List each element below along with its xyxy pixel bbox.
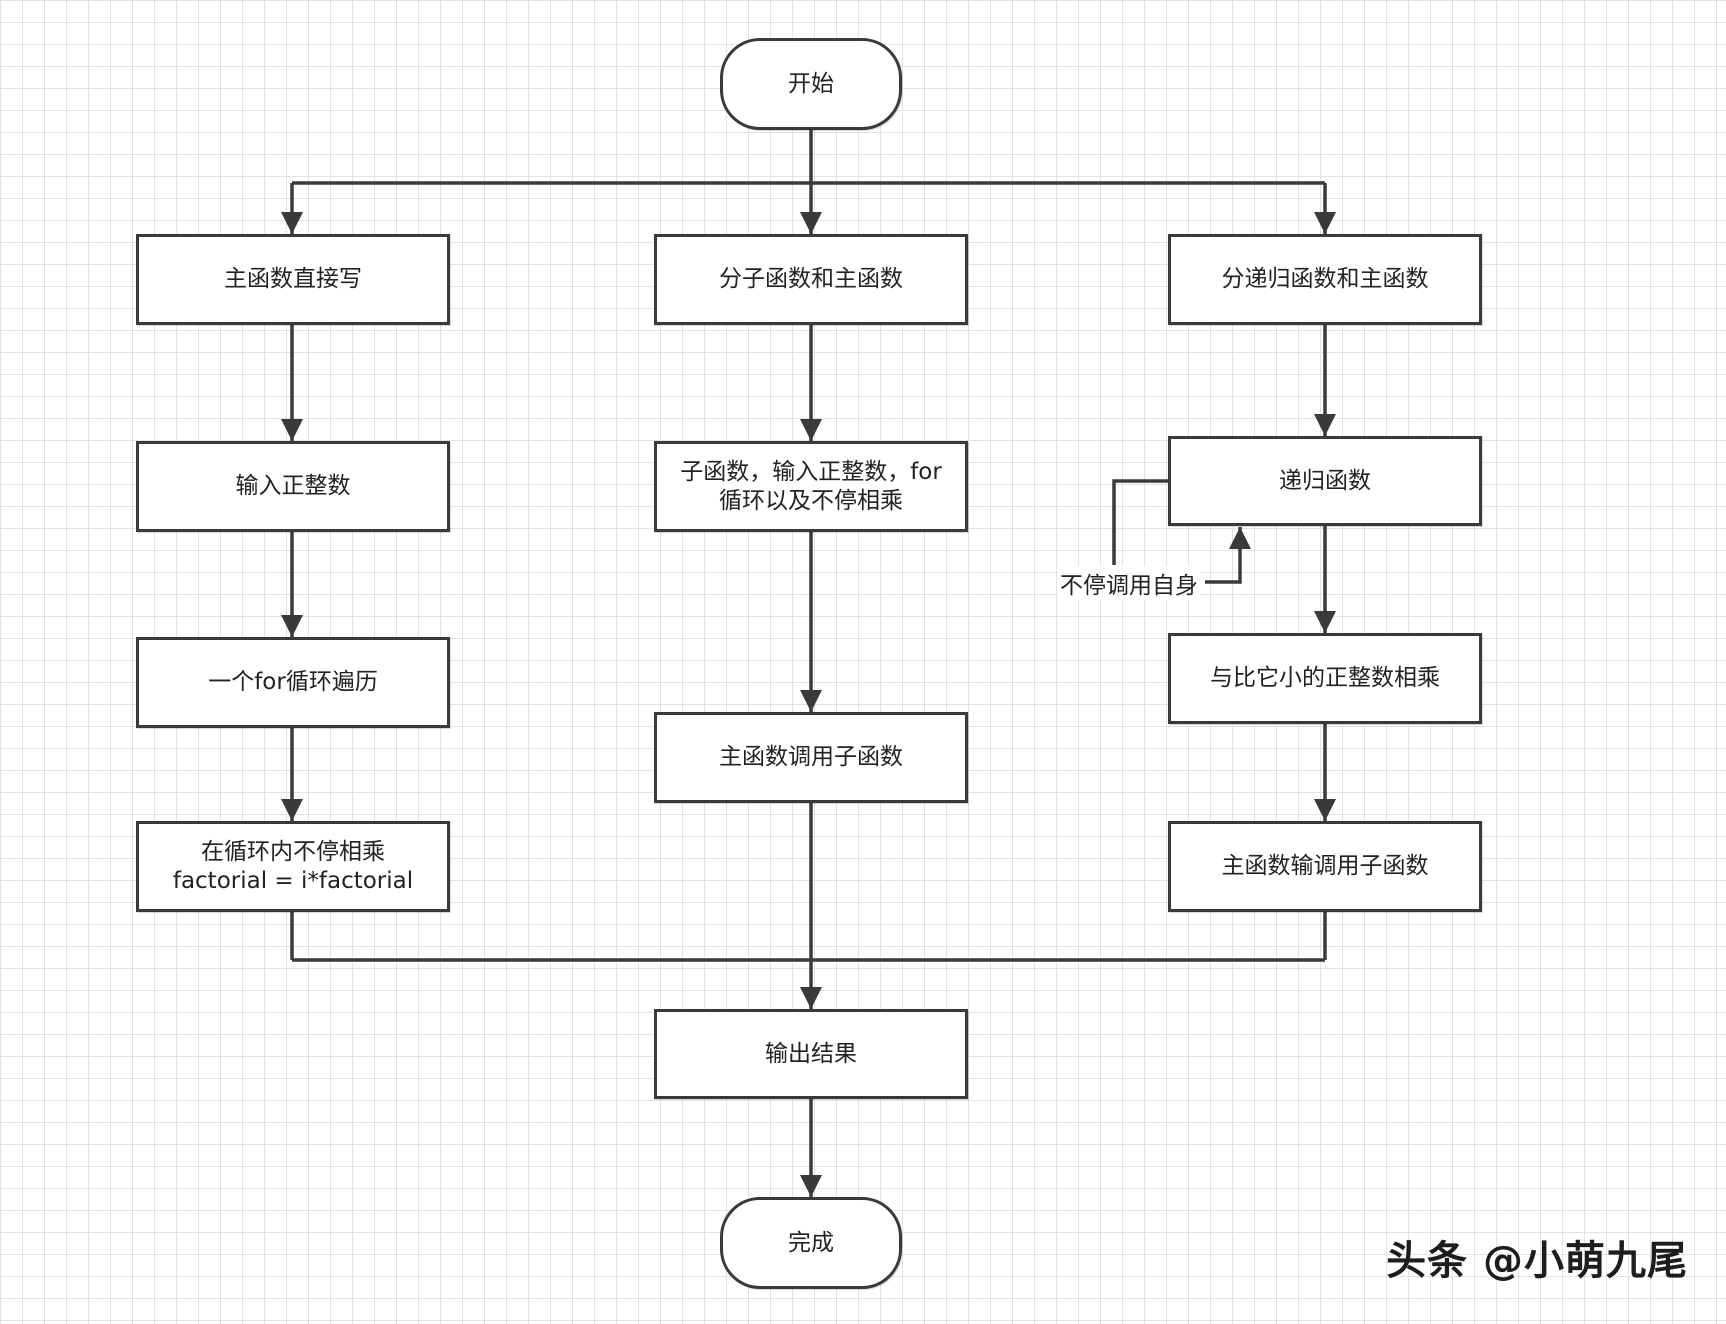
- main-multiply-label-1: 在循环内不停相乘: [201, 838, 385, 865]
- recursive-multiply-label: 与比它小的正整数相乘: [1210, 665, 1440, 692]
- main-for-loop-node: 一个for循环遍历: [136, 637, 450, 728]
- sub-main-node: 分子函数和主函数: [654, 234, 968, 325]
- connector-self-loop: [1112, 479, 1168, 565]
- finish-node: 完成: [720, 1197, 902, 1289]
- main-multiply-node: 在循环内不停相乘 factorial = i*factorial: [136, 821, 450, 912]
- main-direct-node: 主函数直接写: [136, 234, 450, 325]
- sub-call-node: 主函数调用子函数: [654, 712, 968, 803]
- recursive-call-label: 主函数输调用子函数: [1221, 853, 1429, 880]
- sub-function-label-2: 循环以及不停相乘: [719, 487, 903, 514]
- main-for-loop-label: 一个for循环遍历: [208, 669, 378, 696]
- main-input-node: 输入正整数: [136, 441, 450, 532]
- start-node: 开始: [720, 38, 902, 130]
- main-direct-label: 主函数直接写: [224, 266, 362, 293]
- sub-function-label-1: 子函数，输入正整数，for: [680, 458, 942, 485]
- main-multiply-label-2: factorial = i*factorial: [172, 867, 414, 894]
- recursive-multiply-node: 与比它小的正整数相乘: [1168, 633, 1482, 724]
- sub-main-label: 分子函数和主函数: [719, 266, 903, 293]
- output-node: 输出结果: [654, 1009, 968, 1099]
- main-input-label: 输入正整数: [235, 473, 351, 500]
- sub-function-node: 子函数，输入正整数，for 循环以及不停相乘: [654, 441, 968, 532]
- watermark-text: 头条 @小萌九尾: [1386, 1238, 1688, 1284]
- recursive-call-node: 主函数输调用子函数: [1168, 821, 1482, 912]
- recursive-function-node: 递归函数: [1168, 436, 1482, 526]
- arrow-self-loop: [1205, 527, 1251, 584]
- sub-call-label: 主函数调用子函数: [719, 744, 903, 771]
- finish-label: 完成: [788, 1229, 834, 1256]
- start-label: 开始: [788, 70, 834, 97]
- recursive-node: 分递归函数和主函数: [1168, 234, 1482, 325]
- recursive-label: 分递归函数和主函数: [1221, 266, 1429, 293]
- recursive-function-label: 递归函数: [1279, 467, 1371, 494]
- output-label: 输出结果: [765, 1040, 857, 1067]
- self-call-label: 不停调用自身: [1058, 566, 1200, 600]
